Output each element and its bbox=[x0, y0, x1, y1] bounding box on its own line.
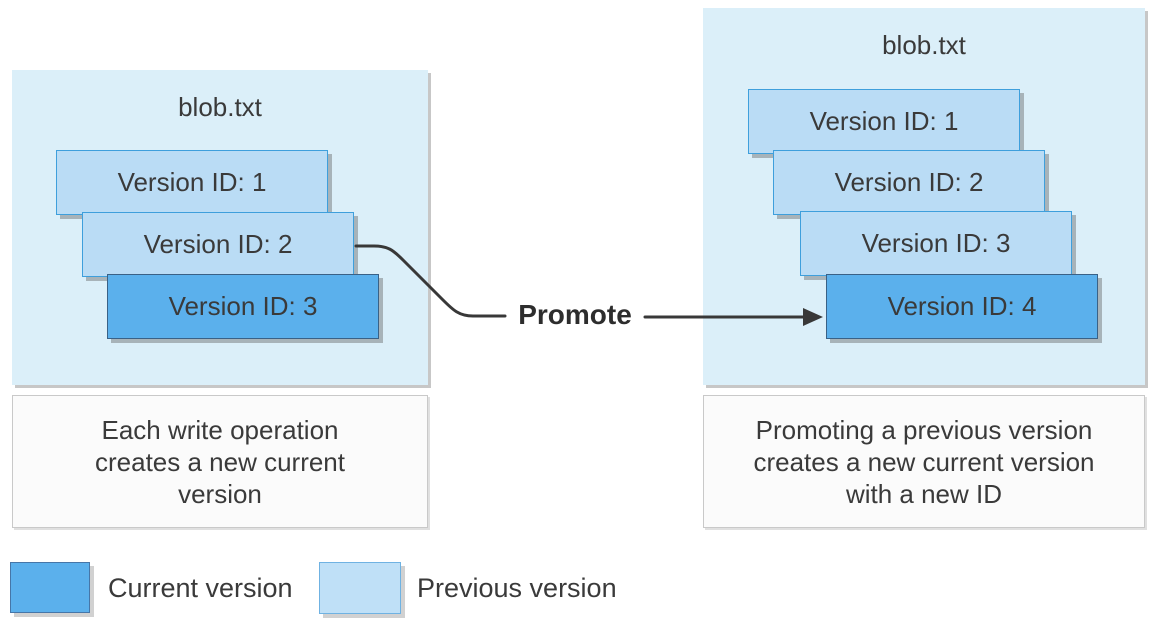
previous-version-label: Previous version bbox=[417, 573, 617, 603]
version-label: Version ID: 3 bbox=[168, 291, 318, 321]
version-label: Version ID: 1 bbox=[117, 167, 267, 197]
caption-line: creates a new current version bbox=[753, 446, 1095, 477]
version-label: Version ID: 3 bbox=[861, 228, 1011, 258]
current-version-label: Current version bbox=[108, 573, 293, 603]
previous-version-swatch bbox=[319, 562, 401, 614]
right-blob-title: blob.txt bbox=[882, 30, 966, 60]
version-label: Version ID: 1 bbox=[809, 106, 959, 136]
caption-line: Promoting a previous version bbox=[755, 414, 1093, 445]
caption-line: creates a new current bbox=[94, 446, 345, 477]
version-label: Version ID: 2 bbox=[834, 167, 984, 197]
right-version-3-card: Version ID: 3 bbox=[800, 211, 1072, 276]
left-blob-title: blob.txt bbox=[178, 92, 262, 122]
right-caption-box: Promoting a previous version creates a n… bbox=[703, 395, 1145, 528]
right-version-4-card: Version ID: 4 bbox=[826, 274, 1098, 339]
left-version-1-card: Version ID: 1 bbox=[56, 150, 328, 215]
version-label: Version ID: 2 bbox=[143, 229, 293, 259]
right-version-1-card: Version ID: 1 bbox=[748, 89, 1020, 154]
current-version-swatch bbox=[10, 562, 90, 613]
version-label: Version ID: 4 bbox=[887, 291, 1037, 321]
caption-line: version bbox=[178, 478, 262, 509]
right-version-2-card: Version ID: 2 bbox=[773, 150, 1045, 215]
caption-line: with a new ID bbox=[845, 478, 1003, 509]
left-caption-box: Each write operation creates a new curre… bbox=[12, 395, 428, 528]
left-version-2-card: Version ID: 2 bbox=[82, 212, 354, 277]
left-version-3-card: Version ID: 3 bbox=[107, 274, 379, 339]
caption-line: Each write operation bbox=[101, 414, 339, 445]
promote-label: Promote bbox=[518, 299, 632, 330]
